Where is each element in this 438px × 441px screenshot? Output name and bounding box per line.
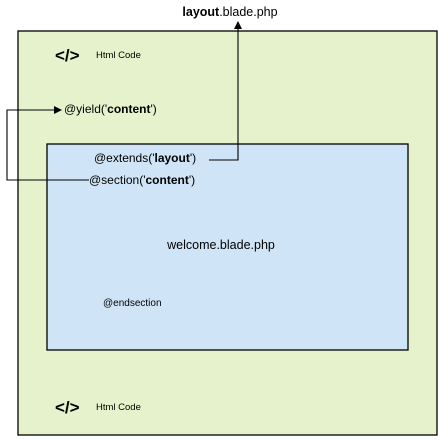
code-icon: </> xyxy=(55,398,80,417)
diagram-title: layout.blade.php xyxy=(182,5,277,19)
extends-label: @extends('layout') xyxy=(94,151,196,165)
yield-label: @yield('content') xyxy=(64,102,157,116)
extends-to-layout-connector xyxy=(209,21,242,161)
section-to-yield-connector xyxy=(6,106,89,181)
endsection-label: @endsection xyxy=(103,298,162,309)
top-code-label: Html Code xyxy=(96,50,141,61)
bottom-code-label: Html Code xyxy=(96,402,141,413)
section-label: @section('content') xyxy=(89,173,195,187)
welcome-box xyxy=(46,143,409,351)
welcome-box-name: welcome.blade.php xyxy=(166,238,275,252)
code-icon: </> xyxy=(55,46,80,65)
